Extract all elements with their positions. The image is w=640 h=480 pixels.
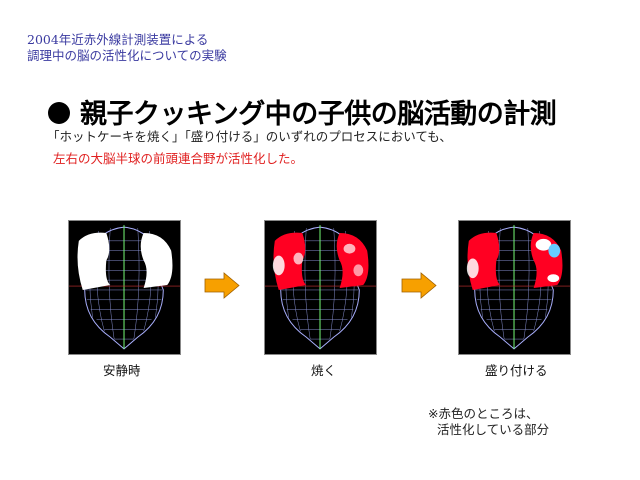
- caption-rest: 安静時: [103, 363, 141, 378]
- title-text: 親子クッキング中の子供の脳活動の計測: [80, 99, 557, 130]
- description-line-2: 左右の大脳半球の前頭連合野が活性化した。: [53, 151, 304, 166]
- brain-image-baking: [264, 220, 377, 355]
- arrow-right-icon: [401, 272, 437, 299]
- caption-serving: 盛り付ける: [485, 363, 548, 378]
- header-line-2: 調理中の脳の活性化についての実験: [27, 48, 227, 63]
- note-line-2: 活性化している部分: [437, 422, 550, 437]
- arrow-right-icon: [204, 272, 240, 299]
- brain-image-serving: [458, 220, 571, 355]
- description-line-1: 「ホットケーキを焼く」「盛り付ける」のいずれのプロセスにおいても、: [47, 129, 452, 144]
- note-line-1: ※赤色のところは、: [428, 406, 539, 421]
- header-line-1: 2004年近赤外線計測装置による: [27, 32, 209, 47]
- caption-baking: 焼く: [311, 363, 337, 378]
- brain-image-rest: [68, 220, 181, 355]
- bullet-icon: [48, 102, 70, 124]
- slide-title: 親子クッキング中の子供の脳活動の計測: [48, 92, 557, 131]
